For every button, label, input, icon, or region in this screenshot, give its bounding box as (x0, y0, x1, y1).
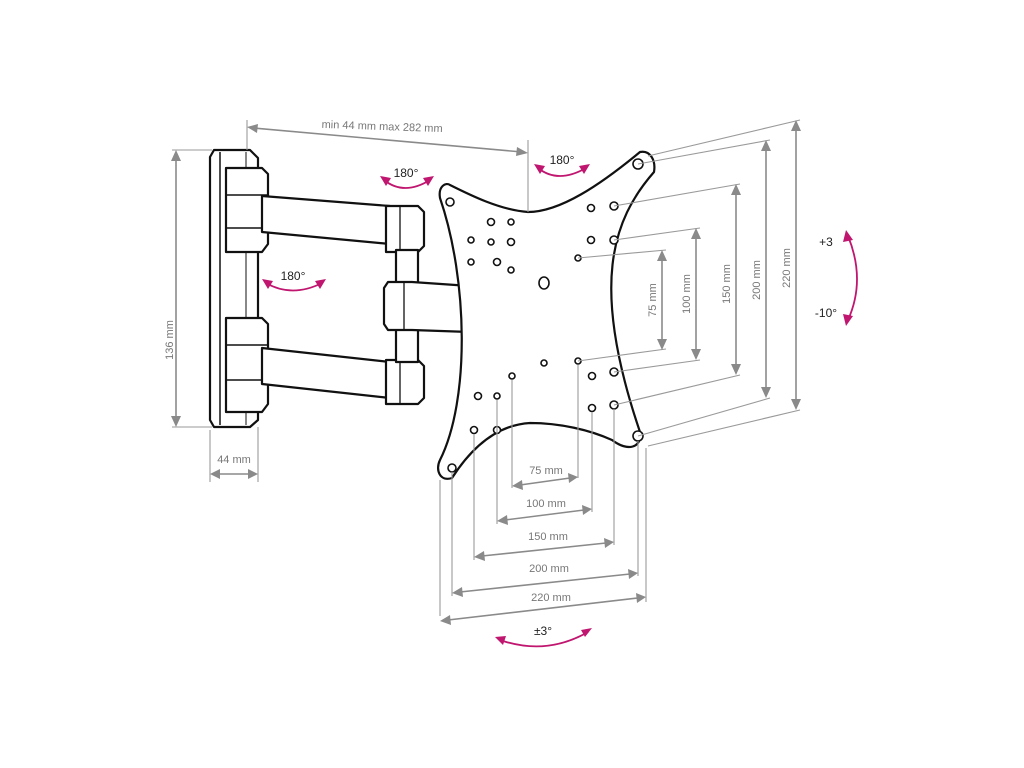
rotation-level: ±3° (495, 624, 592, 648)
rotation-plate-label: 180° (550, 153, 575, 167)
rotation-top-arm: 180° (380, 166, 434, 189)
arm-extension-label: min 44 mm max 282 mm (321, 119, 442, 135)
vertical-150-label: 150 mm (721, 264, 733, 304)
horizontal-100-label: 100 mm (526, 498, 566, 510)
rotation-level-label: ±3° (534, 624, 552, 638)
wall-plate-depth-dimension: 44 mm (209, 427, 259, 482)
tilt-up-label: +3 (819, 235, 833, 249)
vertical-100-label: 100 mm (681, 274, 693, 314)
vesa-plate (436, 150, 656, 480)
vertical-200-label: 200 mm (751, 260, 763, 300)
vertical-220-label: 220 mm (781, 248, 793, 288)
upper-arm (260, 194, 426, 254)
wall-plate-height-dimension: 136 mm (164, 149, 212, 428)
rotation-tilt: +3 -10° (815, 230, 858, 326)
horizontal-150-label: 150 mm (528, 531, 568, 543)
vertical-75-label: 75 mm (647, 283, 659, 317)
mounting-holes (445, 158, 644, 473)
horizontal-75-label: 75 mm (529, 465, 563, 477)
horizontal-200-label: 200 mm (529, 563, 569, 575)
arm-extension-dimension: min 44 mm max 282 mm (246, 119, 529, 212)
centre-bracket (382, 280, 472, 334)
rotation-plate: 180° (534, 153, 590, 177)
rotation-top-arm-label: 180° (394, 166, 419, 180)
tilt-down-label: -10° (815, 306, 837, 320)
lower-arm (260, 346, 426, 406)
horizontal-220-label: 220 mm (531, 592, 571, 604)
horizontal-dimensions: 75 mm 100 mm 150 mm 200 mm 220 mm (439, 365, 647, 625)
upper-hinge-block (224, 166, 270, 254)
rotation-mid-arm-label: 180° (281, 269, 306, 283)
vertical-dimensions: 75 mm 100 mm 150 mm 200 mm 220 mm (577, 119, 801, 447)
rotation-mid-arm: 180° (262, 269, 326, 292)
wall-plate-height-label: 136 mm (164, 320, 176, 360)
wall-plate-depth-label: 44 mm (217, 454, 251, 466)
